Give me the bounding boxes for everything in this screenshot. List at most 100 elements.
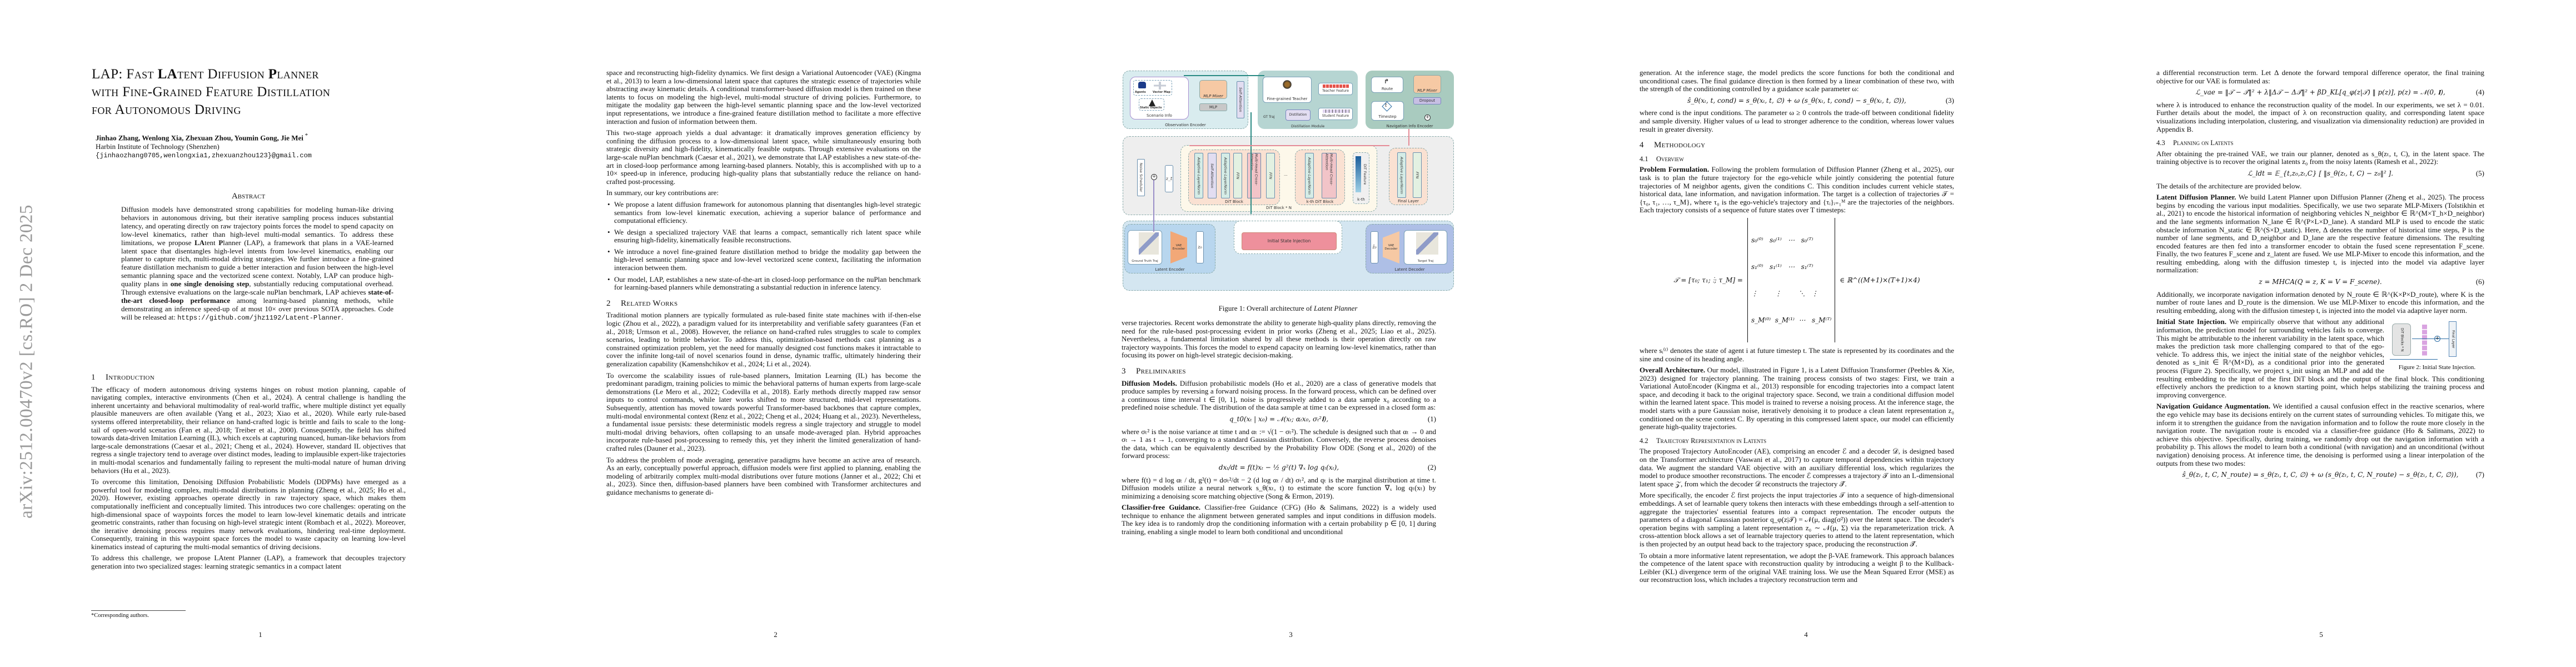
label: Static Objects — [1140, 106, 1162, 109]
equation-1: q_t0(xₜ | x₀) = 𝒩(xₜ; αₜx₀, σₜ²𝐈), (1) — [1122, 415, 1436, 424]
cone-icon — [1149, 99, 1155, 106]
section-title: Related Works — [621, 298, 678, 308]
subsection-number: 4.1 — [1640, 155, 1648, 163]
final-layer: Adaptive LayerNorm FFN Final Layer — [1389, 148, 1428, 205]
list-item: We propose a latent diffusion framework … — [606, 200, 921, 225]
mlp-mixer: MLP Mixer — [1413, 75, 1441, 93]
equation-6: z = MHCA(Q = z, K = V = F_scene).(6) — [2156, 277, 2484, 286]
equation-5: ℒ_ldt = 𝔼_{t,z₀,zₜ,C} [ ‖s_θ(zₜ, t, C) −… — [2156, 169, 2484, 178]
multi-head-cross-attention: Multi-Head Cross-Attention — [1247, 153, 1261, 198]
page-1: LAP: Fast LAtent Diffusion Planner with … — [0, 0, 515, 667]
footnote-text: *Corresponding authors. — [91, 613, 149, 619]
mlp: MLP — [1199, 103, 1227, 111]
page-2-body: space and reconstructing high-fidelity d… — [606, 68, 921, 500]
feature-column — [2422, 325, 2427, 356]
label: GT Traj — [1263, 115, 1275, 119]
code-link[interactable]: https://github.com/jhz1192/Latent-Planne… — [177, 313, 342, 322]
paragraph: In summary, our key contributions are: — [606, 188, 719, 197]
paragraph: Overall Architecture. Our model, illustr… — [1640, 366, 1954, 431]
paragraph: where λ is introduced to enhance the rec… — [2156, 100, 2484, 133]
label: Latent Decoder — [1394, 267, 1425, 272]
abstract-text: tent — [205, 238, 219, 247]
contributions-list: We propose a latent diffusion framework … — [606, 200, 921, 292]
page-5-body: a differential reconstruction term. Let … — [2156, 68, 2484, 484]
label: Distillation Module — [1291, 124, 1325, 128]
latent-encoder: Ground Truth Traj VAE Encoder z₀ Latent … — [1124, 224, 1215, 273]
equation-trajectory-matrix: 𝒯 = [τ₀; τ₁; ⋮; τ_M] = s₀⁽⁰⁾ s₀⁽¹⁾ ⋯ s₀⁽… — [1640, 217, 1954, 342]
label: k-th DiT Block — [1306, 200, 1334, 204]
paragraph: This two-stage approach yields a dual ad… — [606, 128, 921, 186]
label: Ground Truth Traj — [1132, 260, 1158, 263]
equation-7: ŝ_θ(zₜ, t, C, N_route) = s_θ(zₜ, t, C, ∅… — [2156, 471, 2484, 479]
paragraph: where sᵢ⁽ᵗ⁾ denotes the state of agent i… — [1640, 346, 1954, 363]
matrix-lhs: 𝒯 = [τ₀; τ₁; ⋮; τ_M] = — [1673, 276, 1743, 284]
dit-feature: DiT Feature k-th — [1353, 152, 1369, 204]
noise-scheduler: Noise Scheduler — [1137, 159, 1145, 196]
authors: Jinhao Zhang, Wenlong Xia, Zhexuan Zhou,… — [96, 133, 303, 142]
subsection-title: Trajectory Representation in Latents — [1656, 436, 1767, 445]
adaptive-layernorm: Adaptive LayerNorm — [1305, 153, 1314, 198]
connector-line — [1250, 112, 1252, 214]
label: t — [1385, 103, 1387, 108]
label: Student Feature — [1322, 114, 1349, 118]
abstract-text: , substantially reducing computational o… — [121, 280, 393, 297]
self-attention: Self-Attention — [1208, 153, 1217, 198]
label: Route — [1381, 87, 1393, 91]
trajectory-image — [1416, 232, 1438, 255]
equation-number: (6) — [2475, 277, 2484, 286]
figure-2-caption: Figure 2: Initial State Injection. — [2398, 364, 2476, 371]
author-email[interactable]: {jinhaozhang0705,wenlongxia1,zhexuanzhou… — [96, 152, 312, 160]
abstract-text: among learning-based planning methods, w… — [121, 296, 393, 321]
paragraph: To address the problem of mode averaging… — [606, 455, 921, 496]
abstract-text: lanner (LAP), a framework that plans in … — [121, 238, 393, 288]
distillation-module: Fine-grained Teacher Teacher Feature Stu… — [1258, 71, 1358, 129]
label: Teacher Feature — [1322, 89, 1349, 93]
page-4-body: generation. At the inference stage, the … — [1640, 68, 1954, 588]
title-line-2: with Fine-Grained Feature Distillation — [92, 84, 331, 99]
paragraph: After obtaining the pre-trained VAE, we … — [2156, 149, 2484, 166]
section-number: 4 — [1640, 141, 1644, 150]
section-title: Preliminaries — [1136, 366, 1186, 376]
title-line-3: for Autonomous Driving — [92, 102, 241, 117]
label: DiT Block * N — [1266, 206, 1292, 210]
connector-line — [2390, 359, 2438, 360]
paragraph: To address this challenge, we propose LA… — [91, 554, 406, 571]
subsection-title: Overview — [1656, 155, 1684, 163]
student-feature: Student Feature — [1318, 108, 1353, 120]
label: DiT Feature — [1363, 163, 1367, 185]
paragraph-text: Classifier-free Guidance (CFG) (Ho & Sal… — [1122, 503, 1436, 536]
equation-body: q_t0(xₜ | x₀) = 𝒩(xₜ; αₜx₀, σₜ²𝐈), — [1229, 415, 1329, 423]
page-2: space and reconstructing high-fidelity d… — [515, 0, 1030, 667]
section-number: 1 — [91, 373, 96, 382]
page-number: 4 — [1804, 630, 1808, 639]
figure-1-architecture: Scenario Info Agents Vector Map Static O… — [1123, 71, 1454, 291]
subsection-heading: 4.1 Overview — [1640, 155, 1954, 163]
paragraph-lead: Overall Architecture. — [1640, 366, 1706, 375]
paragraph-lead: Classifier-free Guidance. — [1122, 503, 1201, 512]
label: Final Layer — [1398, 199, 1419, 203]
paragraph-text: Our model, illustrated in Figure 1, is a… — [1640, 366, 1954, 431]
equation-number: (4) — [2475, 88, 2484, 97]
teacher-feature: Teacher Feature — [1318, 83, 1353, 95]
section-number: 2 — [606, 298, 611, 308]
abstract-bold: LA — [195, 238, 205, 247]
page-5: a differential reconstruction term. Let … — [2061, 0, 2576, 667]
equation-number: (1) — [1427, 414, 1436, 423]
subsection-number: 4.3 — [2156, 139, 2165, 147]
abstract-bold: state-of-the-art closed-loop performance — [121, 288, 393, 305]
abstract-text: . — [341, 312, 343, 321]
equation-body: ŝ_θ(xₜ, t, cond) = s_θ(xₜ, t, ∅) + ω (s_… — [1687, 96, 1906, 104]
paragraph-lead: Navigation Guidance Augmentation. — [2156, 402, 2271, 411]
equation-4: ℒ_vae = ‖𝒯 − 𝒯̂‖² + λ‖Δ𝒯 − Δ𝒯̂‖² + βD_KL… — [2156, 88, 2484, 97]
paragraph: Traditional motion planners are typicall… — [606, 311, 921, 368]
equation-number: (2) — [1427, 462, 1436, 471]
mlp-mixer: MLP Mixer — [1199, 80, 1227, 99]
multi-head-cross-attention: Multi-Head Cross-Attention — [1322, 153, 1337, 198]
title-text: P — [268, 67, 277, 82]
feature-bar — [1356, 156, 1361, 192]
subsection-title: Planning on Latents — [2173, 139, 2234, 147]
label: Agents — [1135, 91, 1146, 94]
